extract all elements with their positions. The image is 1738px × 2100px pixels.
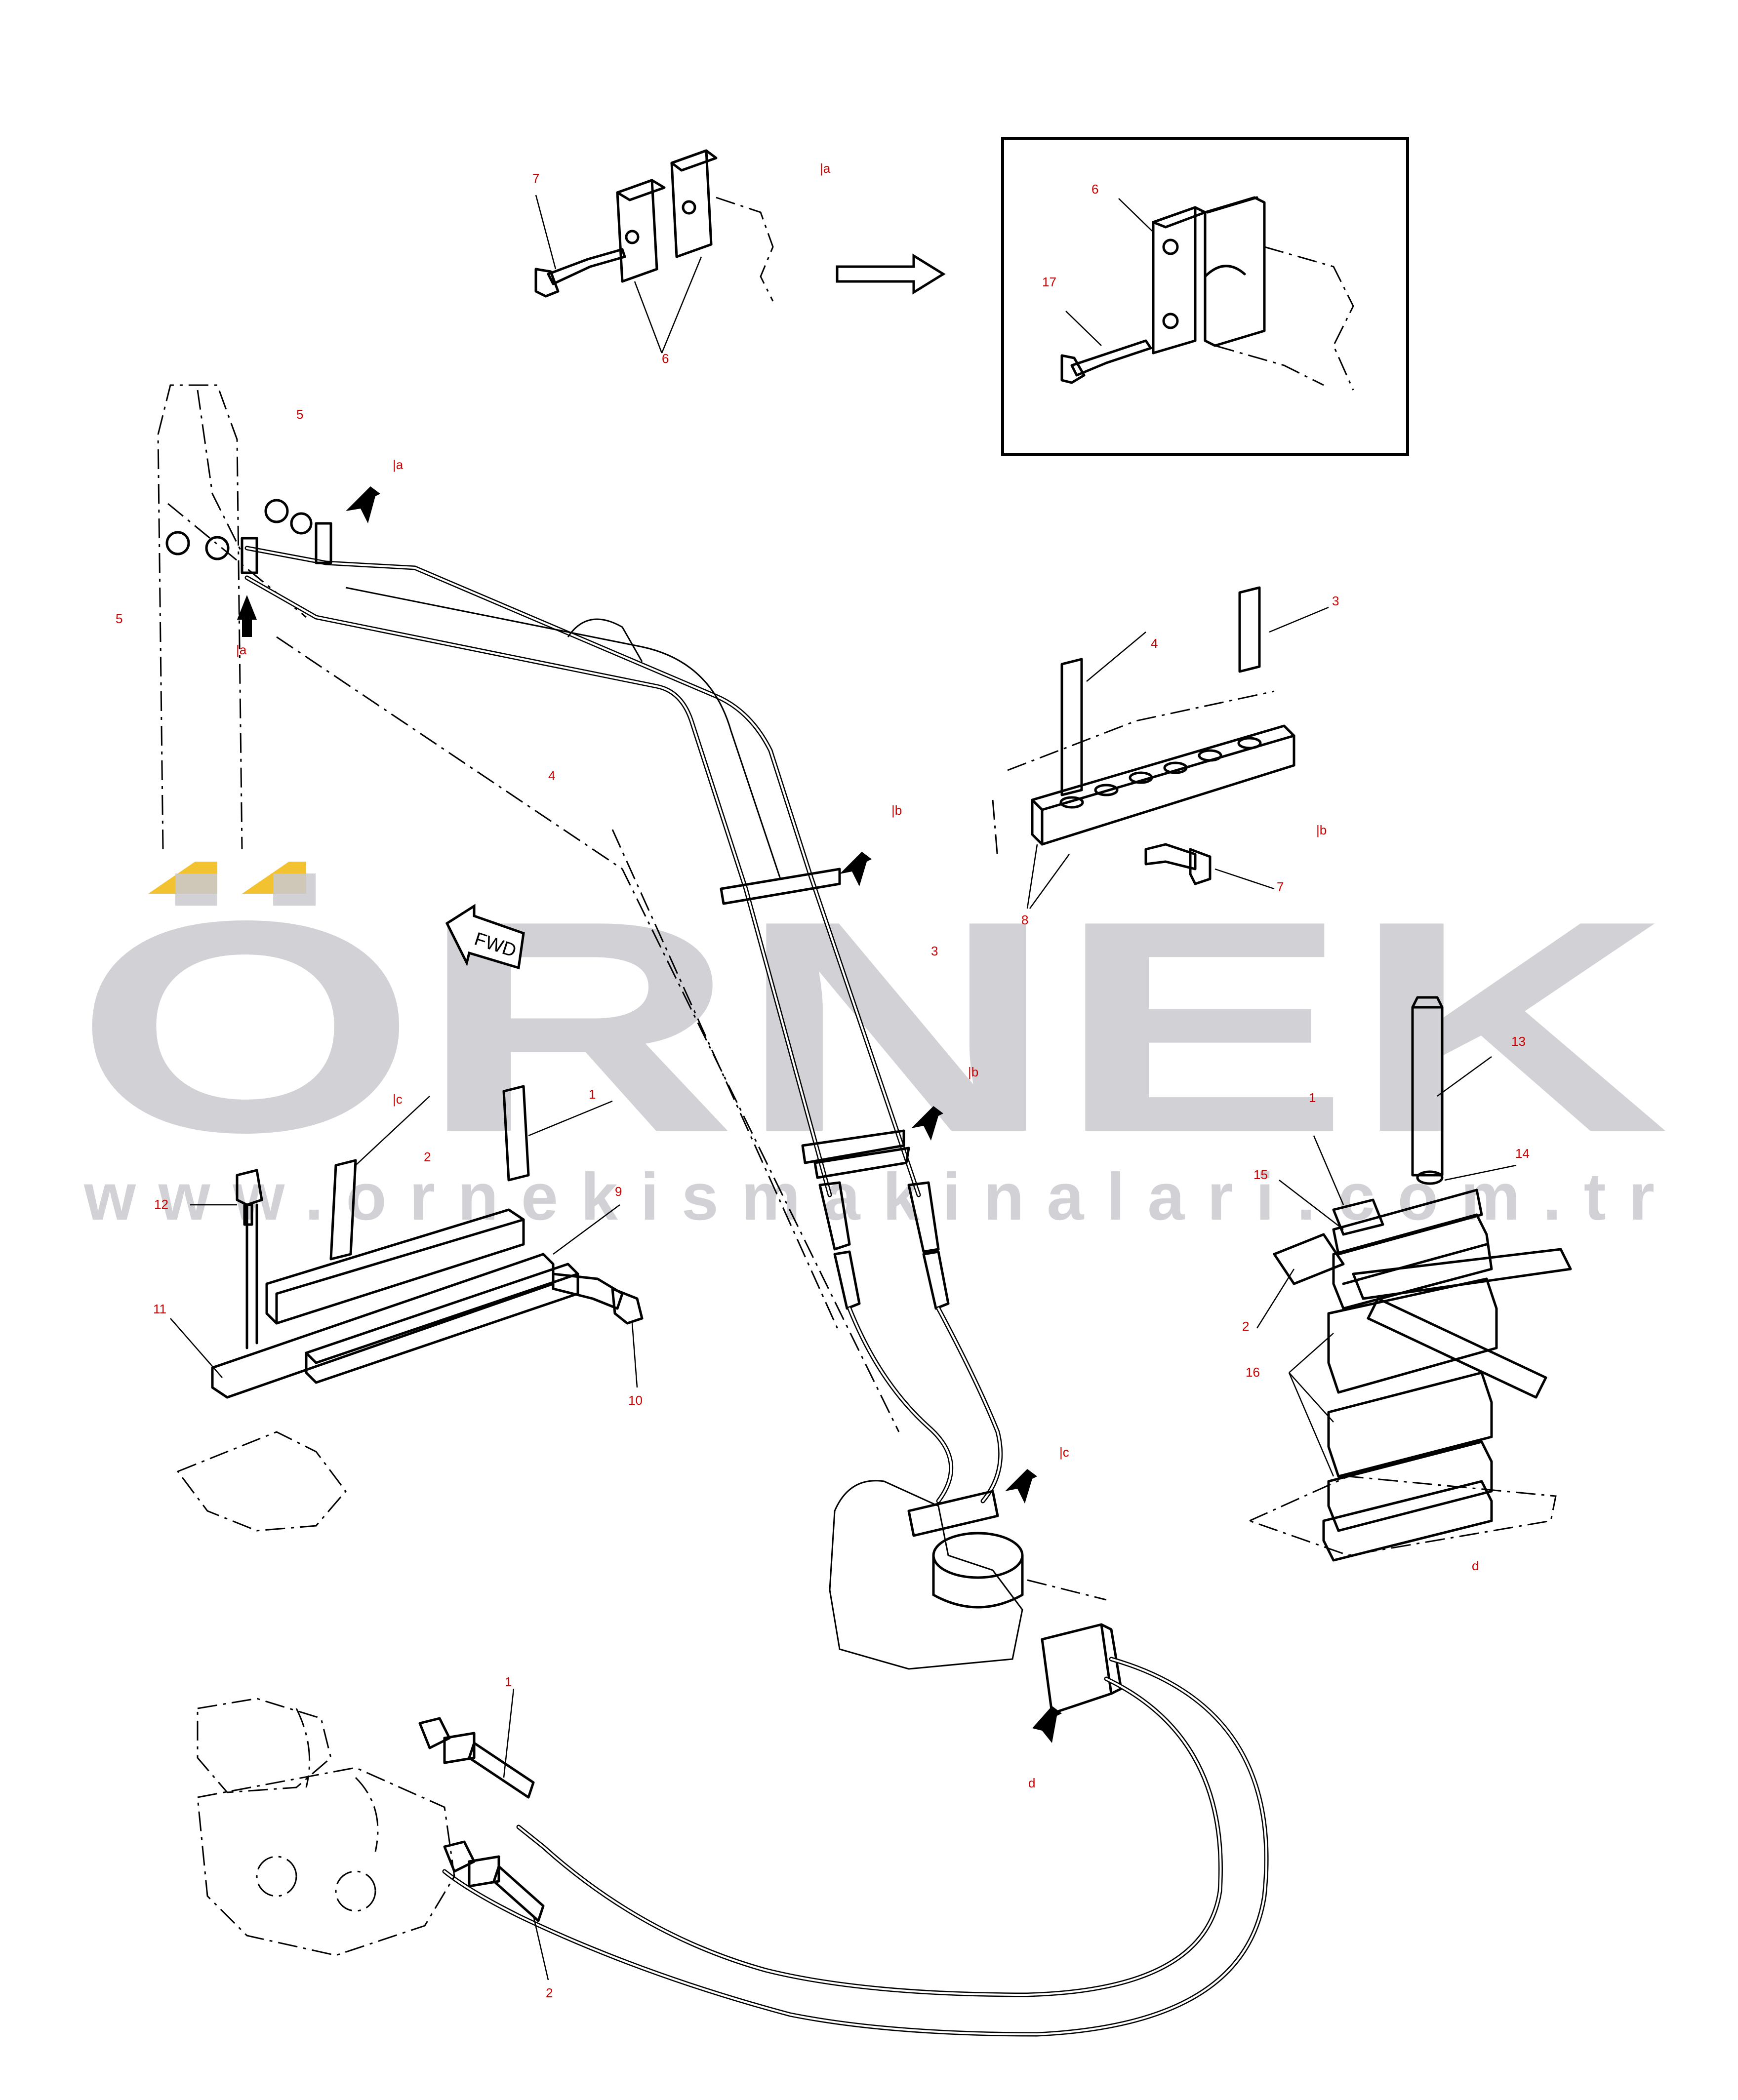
callout-b: |b <box>968 1065 978 1079</box>
part-number: 1 <box>589 1087 596 1102</box>
arrow-icon <box>840 852 872 886</box>
part-number: 5 <box>296 407 303 422</box>
part-number: 6 <box>1091 182 1098 197</box>
callout-d: d <box>1472 1558 1479 1573</box>
part-number: 12 <box>154 1197 168 1212</box>
part-number: 7 <box>1277 879 1284 894</box>
callout-b: |b <box>891 803 902 818</box>
boom-assembly <box>157 384 1269 2037</box>
part-number: 17 <box>1042 275 1056 289</box>
part-number: 10 <box>628 1393 643 1408</box>
part-number: 3 <box>931 944 938 958</box>
part-number: 2 <box>546 1985 553 2000</box>
callout-b: |b <box>1316 823 1327 837</box>
part-number: 6 <box>662 351 669 366</box>
control-valve <box>197 1688 549 1981</box>
arrow-icon <box>1005 1469 1037 1504</box>
part-number: 2 <box>424 1149 431 1164</box>
callout-d: d <box>1028 1776 1035 1790</box>
part-number: 1 <box>1309 1090 1316 1105</box>
part-number: 11 <box>153 1302 166 1316</box>
part-number: 4 <box>1151 636 1158 651</box>
arrow-icon <box>1032 1706 1062 1743</box>
top-clamp-detail <box>534 149 774 354</box>
transfer-arrow <box>836 253 946 295</box>
callout-c: |c <box>1059 1445 1069 1460</box>
callout-a: |a <box>236 642 247 657</box>
part-number: 2 <box>1242 1319 1249 1334</box>
callout-a: |a <box>820 161 831 176</box>
detail-b <box>992 586 1329 909</box>
callout-c: |c <box>393 1092 403 1107</box>
part-number: 13 <box>1511 1034 1526 1049</box>
inset-detail <box>1001 137 1409 456</box>
part-number: 15 <box>1253 1167 1268 1182</box>
fwd-arrow: FWD <box>445 904 525 970</box>
part-number: 16 <box>1246 1365 1260 1380</box>
arrow-icon <box>911 1106 943 1141</box>
part-number-labels: 7 6 6 17 5 5 4 3 4 3 7 8 1 2 9 12 11 10 … <box>116 171 1530 2000</box>
part-number: 4 <box>548 768 555 783</box>
arrow-icon <box>237 595 257 637</box>
arrow-icon <box>346 486 380 523</box>
detail-c <box>170 1085 644 1532</box>
watermark-brand: ÖRNEK <box>74 859 1669 1195</box>
part-number: 14 <box>1515 1146 1530 1161</box>
part-number: 8 <box>1021 912 1028 927</box>
watermark-accent-right <box>242 862 306 894</box>
part-number: 3 <box>1332 594 1339 608</box>
part-number: 9 <box>615 1184 622 1199</box>
watermark: ÖRNEK www.ornekismakinalari.com.tr <box>74 859 1669 1234</box>
detail-d <box>1247 996 1572 1562</box>
watermark-accent-left <box>148 862 217 894</box>
callout-a: |a <box>393 457 404 472</box>
part-number: 7 <box>532 171 539 186</box>
callout-labels: |a |a |a |b |b |b |c |c d d <box>236 161 1479 1790</box>
part-number: 5 <box>116 611 122 626</box>
part-number: 1 <box>505 1674 512 1689</box>
